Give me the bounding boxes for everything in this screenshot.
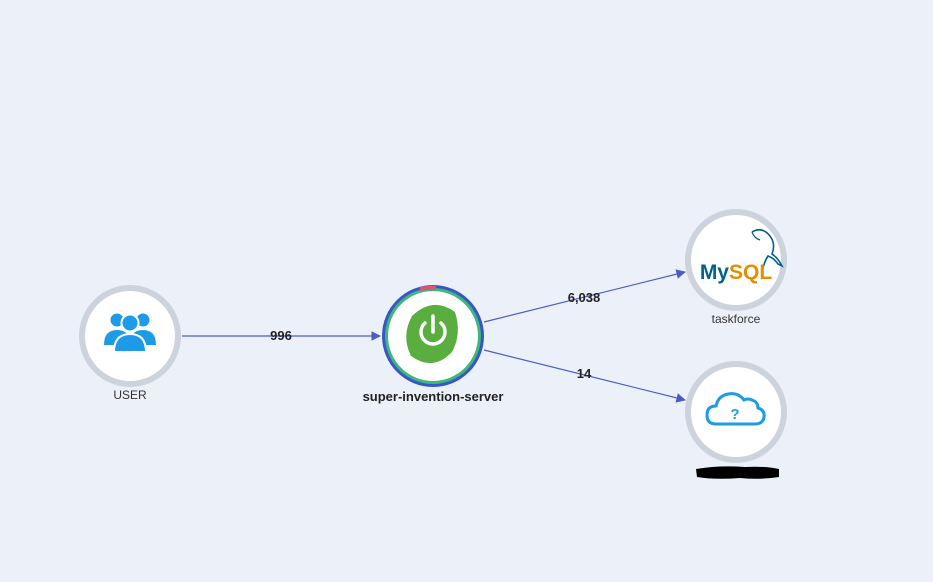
- node-user[interactable]: USER: [79, 285, 181, 402]
- node-label-user: USER: [113, 388, 147, 402]
- spring-power-icon: [406, 304, 458, 364]
- edge-server-unknown[interactable]: 14: [483, 349, 686, 403]
- node-unknown[interactable]: ?: [685, 361, 787, 479]
- node-label-server: super-invention-server: [363, 389, 504, 404]
- edge-server-mysql[interactable]: 6,038: [483, 269, 686, 323]
- edge-user-server[interactable]: 996: [182, 328, 381, 343]
- edge-label-user-server: 996: [270, 328, 292, 343]
- redacted-label: [696, 466, 779, 479]
- node-mysql[interactable]: MySQL taskforce: [685, 209, 787, 326]
- users-icon: [104, 313, 156, 353]
- edge-label-server-unknown: 14: [577, 366, 592, 381]
- edge-label-server-mysql: 6,038: [568, 290, 601, 305]
- mysql-logo-text: MySQL: [700, 261, 773, 284]
- node-server[interactable]: super-invention-server: [363, 285, 504, 404]
- cloud-question-icon: ?: [705, 392, 766, 426]
- node-label-mysql: taskforce: [712, 312, 761, 326]
- question-mark: ?: [730, 406, 739, 423]
- mysql-logo-icon: MySQL: [700, 228, 784, 284]
